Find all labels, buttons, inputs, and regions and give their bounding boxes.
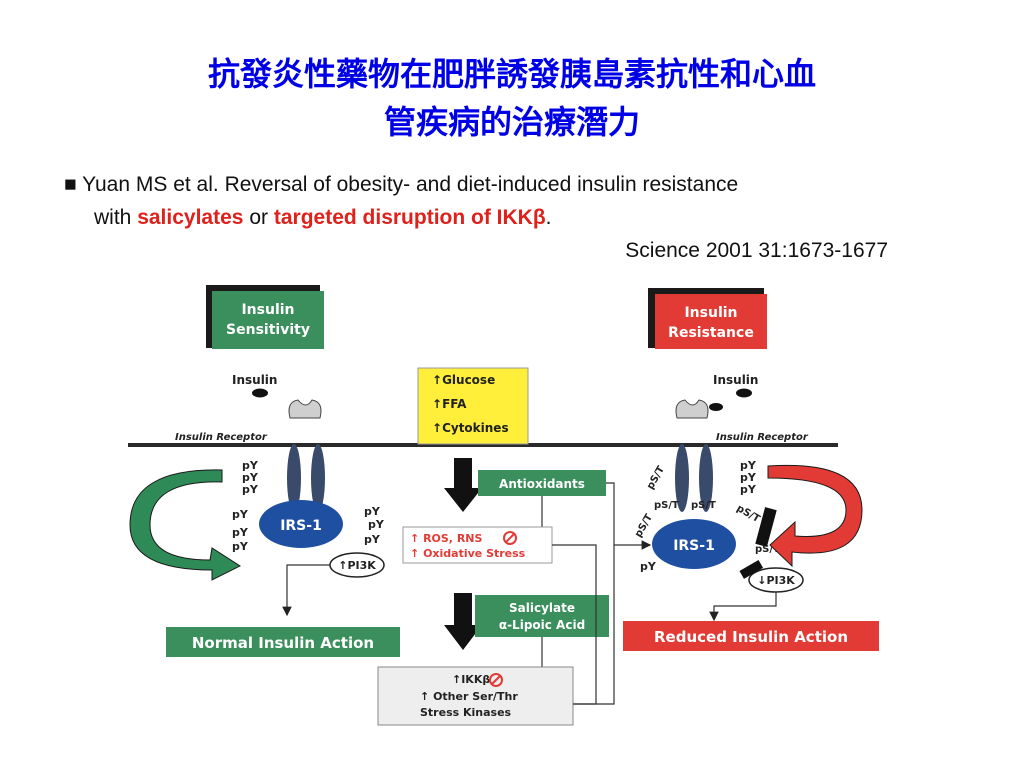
insulin-molecule-icon <box>736 388 752 398</box>
citation-text-d: . <box>545 206 552 229</box>
ros-box: ↑ ROS, RNS ↑ Oxidative Stress <box>402 526 553 564</box>
py-label: pY <box>740 471 757 484</box>
kinase-pathway-line <box>573 545 615 705</box>
highlight-ikk: targeted disruption of IKKβ <box>273 206 546 229</box>
normal-insulin-action-box <box>166 627 400 657</box>
lipoic-acid-label: α-Lipoic Acid <box>499 618 585 632</box>
citation-line-1: ■ Yuan MS et al. Reversal of obesity- an… <box>64 168 924 201</box>
insulin-molecule-icon <box>252 388 268 398</box>
resistance-label-1: Insulin <box>684 305 737 321</box>
py-label: pY <box>242 483 259 496</box>
pi3k-label-left: ↑PI3K <box>338 559 376 572</box>
insulin-sensitivity-header: Insulin Sensitivity <box>206 285 324 349</box>
irs1-label-right: IRS-1 <box>673 538 715 554</box>
insulin-resistance-header: Insulin Resistance <box>648 288 767 349</box>
ros-label: ↑ ROS, RNS <box>410 532 482 545</box>
pst-label: pS/T <box>645 464 667 491</box>
py-label: pY <box>364 533 381 546</box>
irs1-node-left <box>259 500 343 548</box>
resistance-label-2: Resistance <box>668 325 754 341</box>
pi3k-label-right: ↓PI3K <box>757 574 795 587</box>
pst-label: pS/T <box>654 500 679 511</box>
stimuli-box: ↑Glucose ↑FFA ↑Cytokines <box>417 367 529 445</box>
signal-arrow-left <box>282 564 330 617</box>
ikk-box: ↑IKKβ ↑ Other Ser/Thr Stress Kinases <box>377 666 574 726</box>
citation-line-2: with salicylates or targeted disruption … <box>64 201 924 234</box>
receptor-label-left: Insulin Receptor <box>175 432 268 443</box>
reduced-insulin-action-label: Reduced Insulin Action <box>654 628 848 646</box>
insulin-receptor-right <box>675 399 713 512</box>
citation-text-a: Yuan MS et al. Reversal of obesity- and … <box>82 173 739 196</box>
py-label: pY <box>740 483 757 496</box>
pst-label: pS/T <box>735 503 762 525</box>
down-arrow-icon <box>444 458 482 512</box>
irs1-node-right <box>652 519 736 569</box>
antioxidants-label: Antioxidants <box>499 477 585 491</box>
insulin-label-left: Insulin <box>232 373 277 387</box>
stimulus-cytokines: ↑Cytokines <box>432 421 509 435</box>
resistance-cycle-arrow <box>767 464 863 568</box>
slide-title: 抗發炎性藥物在肥胖誘發胰島素抗性和心血 管疾病的治療潛力 <box>40 50 984 146</box>
py-label: pY <box>364 505 381 518</box>
stress-kinases-label: Stress Kinases <box>420 706 512 719</box>
highlight-salicylates: salicylates <box>137 206 244 229</box>
inhibit-icon <box>489 673 503 687</box>
stimulus-ffa: ↑FFA <box>432 397 467 411</box>
insulin-label-right: Insulin <box>713 373 758 387</box>
py-label: pY <box>232 508 249 521</box>
py-label: pY <box>368 518 385 531</box>
receptor-label-right: Insulin Receptor <box>716 432 809 443</box>
insulin-molecule-icon <box>709 403 723 411</box>
pst-label: pS/T <box>633 512 655 539</box>
citation: ■ Yuan MS et al. Reversal of obesity- an… <box>64 168 924 267</box>
citation-text-b: with <box>94 206 132 229</box>
salicylate-box <box>475 595 609 637</box>
normal-insulin-action-label: Normal Insulin Action <box>192 634 374 652</box>
serine-block-bar <box>755 507 777 547</box>
sensitivity-label-1: Insulin <box>241 302 294 318</box>
sensitivity-cycle-arrow <box>129 469 242 581</box>
oxidative-stress-label: ↑ Oxidative Stress <box>410 547 526 560</box>
signal-arrow-right <box>709 592 777 622</box>
stimulus-glucose: ↑Glucose <box>432 373 495 387</box>
bullet-icon: ■ <box>64 173 77 196</box>
title-line-2: 管疾病的治療潛力 <box>383 103 640 141</box>
citation-text-c: or <box>249 206 268 229</box>
insulin-receptor-left <box>287 399 325 512</box>
py-label: pY <box>740 459 757 472</box>
sensitivity-label-2: Sensitivity <box>226 322 310 338</box>
irs1-label-left: IRS-1 <box>280 518 322 534</box>
py-label: pY <box>232 540 249 553</box>
pst-label: pS/T <box>691 500 716 511</box>
kinase-to-irs1-line <box>606 482 652 550</box>
title-line-1: 抗發炎性藥物在肥胖誘發胰島素抗性和心血 <box>207 55 816 93</box>
py-label: pY <box>640 560 657 573</box>
cell-membrane <box>128 443 838 447</box>
inhibit-icon <box>503 531 517 545</box>
salicylate-label: Salicylate <box>509 601 575 615</box>
reduced-insulin-action-box <box>623 621 879 651</box>
pst-label: pS/T <box>755 544 780 555</box>
down-arrow-icon <box>444 593 482 650</box>
py-label: pY <box>232 526 249 539</box>
other-kinases-label: ↑ Other Ser/Thr <box>420 690 518 703</box>
ikk-label: ↑IKKβ <box>452 673 490 686</box>
antioxidants-box <box>478 470 606 496</box>
py-label: pY <box>242 471 259 484</box>
py-label: pY <box>242 459 259 472</box>
citation-journal: Science 2001 31:1673-1677 <box>625 239 888 262</box>
pi3k-block-bar <box>739 560 764 579</box>
